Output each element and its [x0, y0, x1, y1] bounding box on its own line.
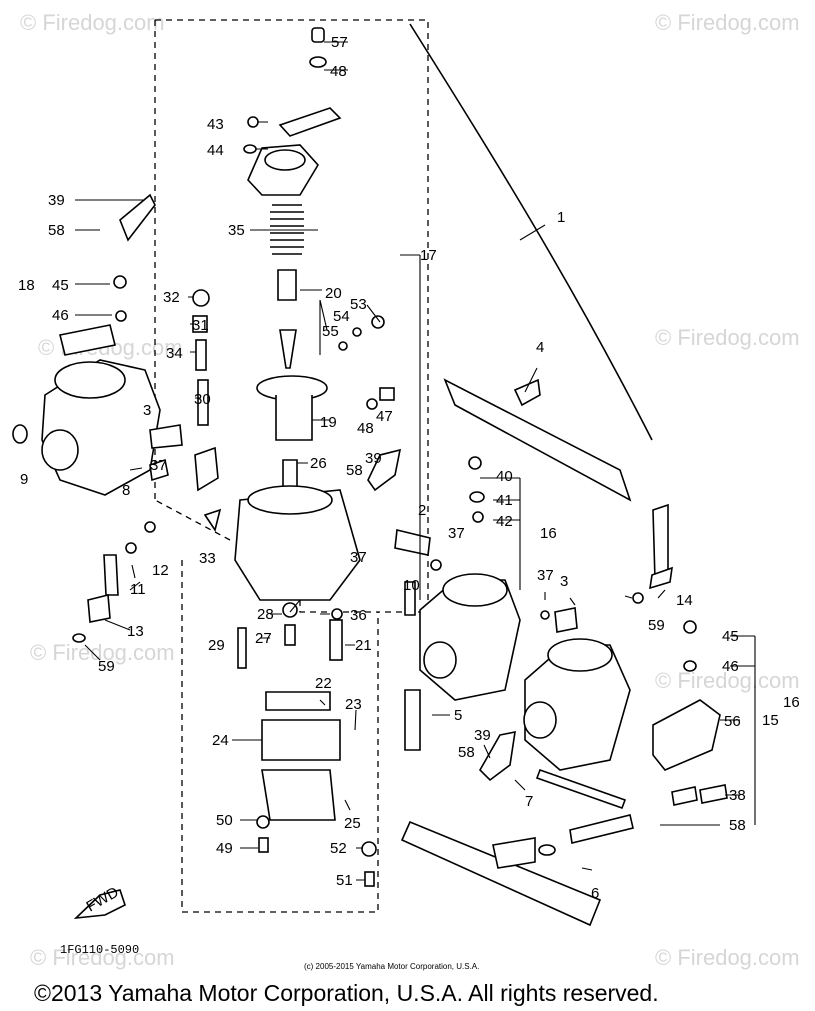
callout-label: 1	[557, 209, 565, 226]
callout-label: 48	[330, 63, 347, 80]
callout-label: 39	[365, 450, 382, 467]
callout-label: 54	[333, 308, 350, 325]
callout-label: 41	[496, 492, 513, 509]
callout-label: 46	[722, 658, 739, 675]
callout-label: 25	[344, 815, 361, 832]
callout-label: 18	[18, 277, 35, 294]
callout-label: 42	[496, 513, 513, 530]
callout-label: 8	[122, 482, 130, 499]
callout-label: 43	[207, 116, 224, 133]
callout-label: 47	[376, 408, 393, 425]
watermark: © Firedog.com	[655, 945, 800, 970]
callout-label: 58	[458, 744, 475, 761]
callout-label: 13	[127, 623, 144, 640]
callout-label: 59	[98, 658, 115, 675]
callout-label: 39	[474, 727, 491, 744]
leader-lines	[75, 41, 756, 881]
callout-label: 50	[216, 812, 233, 829]
callout-label: 53	[350, 296, 367, 313]
callout-label: 24	[212, 732, 229, 749]
watermark: © Firedog.com	[655, 10, 800, 35]
watermark: © Firedog.com	[30, 640, 175, 665]
callout-numbers: 1 2 3 3 4 5 6 7 8 9 10 11 12 13 14 15 16…	[18, 34, 800, 902]
callout-label: 46	[52, 307, 69, 324]
diagram-code: 1FG110-5090	[60, 943, 140, 957]
watermark: © Firedog.com	[20, 10, 165, 35]
callout-label: 58	[729, 817, 746, 834]
watermarks: © Firedog.com © Firedog.com © Firedog.co…	[20, 10, 800, 970]
callout-label: 31	[192, 317, 209, 334]
callout-label: 58	[48, 222, 65, 239]
callout-label: 4	[536, 339, 544, 356]
left-carburetor	[12, 193, 222, 643]
forward-direction-arrow: FWD	[73, 884, 126, 920]
callout-label: 33	[199, 550, 216, 567]
callout-label: 14	[676, 592, 693, 609]
callout-label: 17	[420, 247, 437, 264]
callout-label: 30	[194, 391, 211, 408]
callout-label: 3	[143, 402, 151, 419]
callout-label: 23	[345, 696, 362, 713]
callout-label: 10	[403, 577, 420, 594]
callout-label: 37	[150, 457, 167, 474]
callout-label: 2	[418, 502, 426, 519]
callout-label: 40	[496, 468, 513, 485]
callout-label: 38	[729, 787, 746, 804]
callout-label: 22	[315, 675, 332, 692]
footer-copyright: ©2013 Yamaha Motor Corporation, U.S.A. A…	[34, 980, 659, 1006]
callout-label: 34	[166, 345, 183, 362]
callout-label: 59	[648, 617, 665, 634]
callout-label: 16	[540, 525, 557, 542]
callout-label: 52	[330, 840, 347, 857]
callout-label: 55	[322, 323, 339, 340]
callout-label: 45	[52, 277, 69, 294]
callout-label: 9	[20, 471, 28, 488]
callout-label: 28	[257, 606, 274, 623]
callout-label: 37	[350, 549, 367, 566]
watermark: © Firedog.com	[655, 325, 800, 350]
callout-label: 58	[346, 462, 363, 479]
callout-label: 15	[762, 712, 779, 729]
callout-label: 49	[216, 840, 233, 857]
small-copyright: (c) 2005-2015 Yamaha Motor Corporation, …	[304, 962, 480, 971]
callout-label: 51	[336, 872, 353, 889]
callout-label: 12	[152, 562, 169, 579]
callout-label: 16	[783, 694, 800, 711]
callout-label: 35	[228, 222, 245, 239]
callout-label: 19	[320, 414, 337, 431]
callout-label: 45	[722, 628, 739, 645]
callout-label: 56	[724, 713, 741, 730]
callout-label: 11	[130, 581, 146, 598]
callout-label: 37	[448, 525, 465, 542]
callout-label: 57	[331, 34, 348, 51]
callout-label: 3	[560, 573, 568, 590]
callout-label: 36	[350, 607, 367, 624]
callout-label: 6	[591, 885, 599, 902]
callout-label: 26	[310, 455, 327, 472]
callout-label: 44	[207, 142, 224, 159]
callout-label: 21	[355, 637, 372, 654]
sub-assembly-boundary	[154, 499, 378, 613]
watermark: © Firedog.com	[655, 668, 800, 693]
callout-label: 5	[454, 707, 462, 724]
callout-label: 20	[325, 285, 342, 302]
callout-label: 39	[48, 192, 65, 209]
callout-label: 48	[357, 420, 374, 437]
right-carburetors	[338, 315, 728, 927]
callout-label: 27	[255, 630, 272, 647]
callout-label: 7	[525, 793, 533, 810]
callout-label: 29	[208, 637, 225, 654]
center-carb-parts	[234, 27, 377, 887]
watermark: © Firedog.com	[30, 945, 175, 970]
callout-label: 37	[537, 567, 554, 584]
callout-label: 32	[163, 289, 180, 306]
fuel-pipe-1	[409, 23, 653, 441]
